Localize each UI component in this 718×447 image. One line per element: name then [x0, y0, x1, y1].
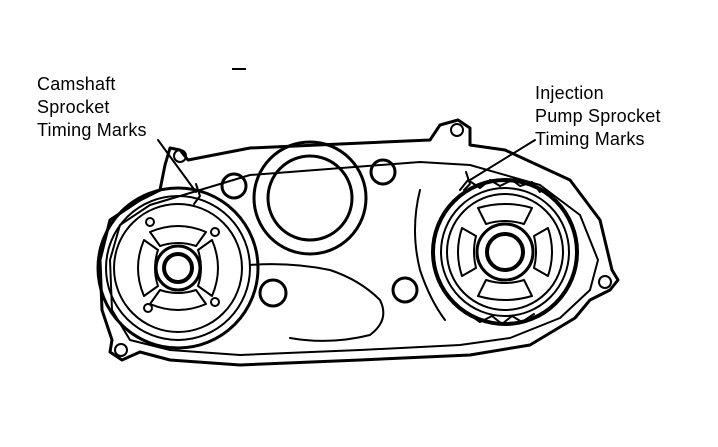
injection-label-line-1: Injection: [535, 83, 604, 103]
camshaft-label: Camshaft Sprocket Timing Marks: [37, 73, 147, 142]
camshaft-leader-line: [157, 139, 197, 193]
bolt-hole-right: [598, 275, 612, 289]
cover-outline: [98, 118, 620, 367]
bolt-hole-bottom-left: [114, 343, 128, 357]
center-opening: [252, 140, 368, 256]
injection-label: Injection Pump Sprocket Timing Marks: [535, 82, 661, 151]
camshaft-label-line-3: Timing Marks: [37, 120, 147, 140]
cover-flange: [109, 161, 599, 356]
injection-pump-sprocket: [431, 178, 579, 326]
injection-timing-mark: [463, 171, 471, 191]
boss-upper-left: [220, 172, 248, 200]
camshaft-label-line-2: Sprocket: [37, 97, 110, 117]
boss-lower-left: [258, 278, 288, 308]
camshaft-sprocket: [96, 186, 260, 350]
injection-leader-line: [469, 139, 536, 181]
injection-label-line-2: Pump Sprocket: [535, 106, 661, 126]
camshaft-timing-mark: [193, 183, 201, 205]
bolt-hole-top-left: [173, 149, 187, 163]
boss-upper-right: [369, 158, 397, 186]
casting-rib-2: [414, 189, 446, 321]
bolt-hole-top-right: [450, 123, 464, 137]
boss-lower-right: [391, 276, 419, 304]
casting-rib: [249, 263, 385, 342]
camshaft-label-line-1: Camshaft: [37, 74, 116, 94]
injection-label-line-3: Timing Marks: [535, 129, 645, 149]
dash-mark: [232, 68, 246, 70]
